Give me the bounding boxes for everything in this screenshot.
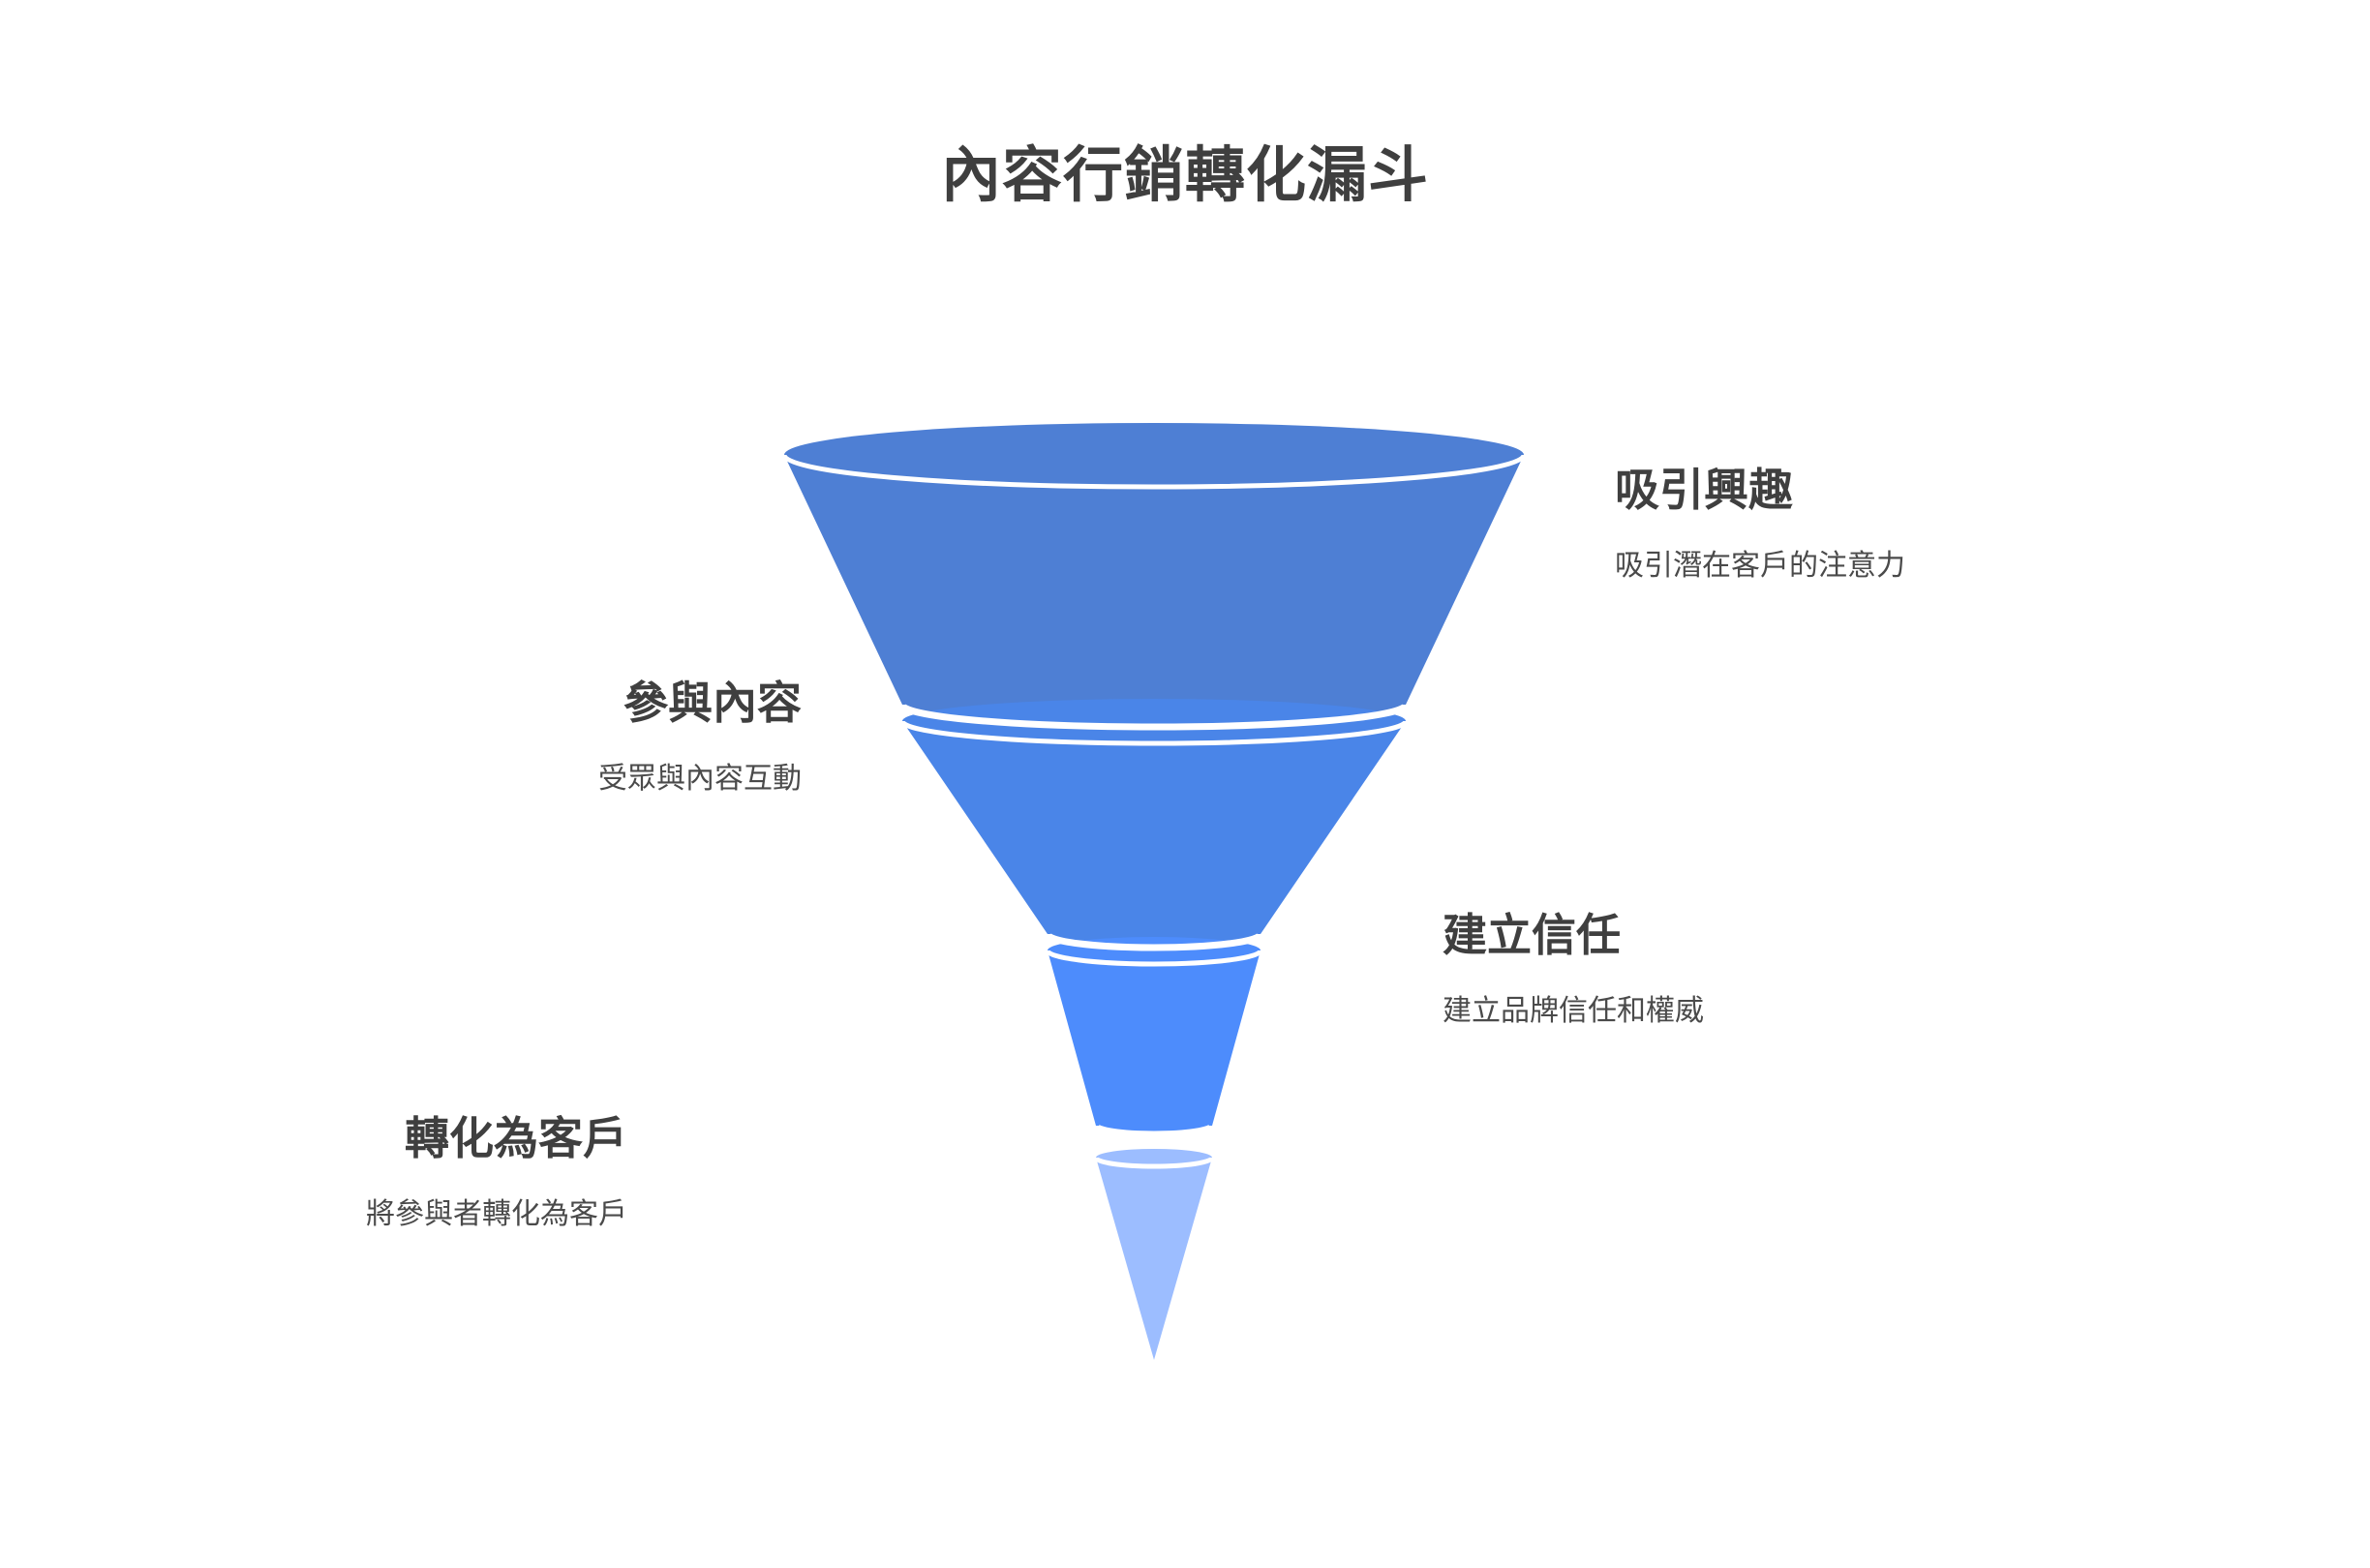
funnel-label-attract-description: 吸引潛在客戶的注意力 bbox=[1615, 549, 1905, 582]
funnel-segment-1[interactable] bbox=[781, 423, 1527, 727]
funnel-label-convert-description: 將參與者轉化為客戶 bbox=[366, 1197, 627, 1230]
funnel-label-trust[interactable]: 建立信任 建立品牌信任和權威 bbox=[1443, 910, 1704, 1030]
funnel-label-engage-title: 參與內容 bbox=[623, 678, 802, 728]
funnel-segment-2-cap bbox=[902, 699, 1406, 743]
funnel-label-convert-title: 轉化為客戶 bbox=[405, 1113, 627, 1163]
funnel-separator-2-3 bbox=[1044, 932, 1264, 951]
funnel-label-engage-description: 受眾與內容互動 bbox=[598, 762, 802, 795]
funnel-label-trust-description: 建立品牌信任和權威 bbox=[1443, 994, 1704, 1027]
funnel-segment-3-body bbox=[1048, 950, 1261, 1134]
funnel-label-convert[interactable]: 轉化為客戶 將參與者轉化為客戶 bbox=[366, 1113, 627, 1233]
funnel-segment-4-rim-line bbox=[1093, 1157, 1215, 1169]
funnel-segment-2-rim-line bbox=[899, 720, 1409, 746]
funnel-segment-4-body bbox=[1096, 1158, 1212, 1360]
funnel-label-engage[interactable]: 參與內容 受眾與內容互動 bbox=[598, 678, 802, 798]
funnel-label-trust-title: 建立信任 bbox=[1443, 910, 1621, 960]
funnel-segment-4[interactable] bbox=[1093, 1149, 1215, 1360]
funnel-segment-1-rim-line bbox=[781, 454, 1527, 490]
funnel-segment-2[interactable] bbox=[899, 699, 1409, 948]
funnel-segment-3-rim-line bbox=[1045, 950, 1263, 967]
funnel-segment-2-body bbox=[902, 721, 1406, 948]
funnel-segment-1-body bbox=[784, 455, 1524, 727]
funnel-segment-1-cap bbox=[784, 423, 1524, 487]
chart-title: 內容行銷轉化漏斗 bbox=[940, 142, 1429, 209]
funnel-segment-4-cap bbox=[1096, 1149, 1212, 1166]
funnel-label-attract[interactable]: 吸引興趣 吸引潛在客戶的注意力 bbox=[1615, 465, 1905, 585]
funnel-separator-3-4 bbox=[1092, 1124, 1216, 1138]
funnel-separator-1-2 bbox=[898, 703, 1410, 731]
funnel-segment-3[interactable] bbox=[1045, 937, 1263, 1134]
funnel-label-attract-title: 吸引興趣 bbox=[1615, 465, 1793, 515]
